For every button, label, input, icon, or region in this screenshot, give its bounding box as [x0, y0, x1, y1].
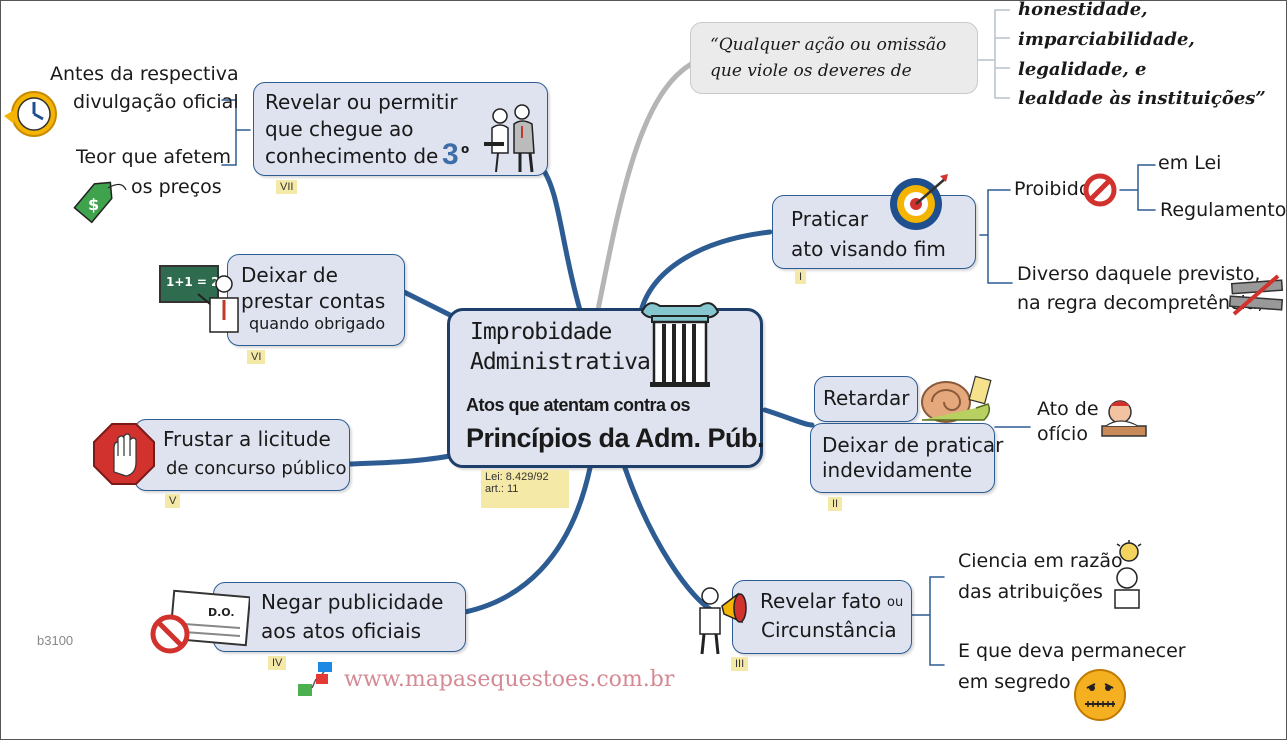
- branch-ii-number: II: [828, 497, 843, 511]
- ato-oficio-line2: ofício: [1037, 423, 1088, 445]
- diagram-code: b3100: [37, 633, 74, 648]
- central-title-line2: Administrativa: [470, 349, 651, 375]
- mindmap-logo-icon: [298, 662, 332, 696]
- iii-detail1-line1: Ciencia em razão: [958, 550, 1123, 572]
- branch-vii-line3: conhecimento de: [265, 144, 439, 168]
- whispering-people-icon: [484, 104, 535, 173]
- iii-detail2-line2: em segredo: [958, 671, 1071, 693]
- central-title-line1: Improbidade: [470, 319, 612, 345]
- branch-vi-box: [227, 254, 405, 346]
- branch-iii-box: [732, 580, 912, 654]
- branch-vi-line3: quando obrigado: [249, 314, 386, 333]
- branch-iii-line1: Revelar fato: [760, 589, 882, 613]
- law-article: art.: 11: [485, 483, 519, 495]
- retardar-box: [814, 376, 918, 422]
- stop-hand-icon: [93, 423, 155, 485]
- diverso-line2: na regra decompretência;: [1017, 292, 1264, 314]
- branch-vi-number: VI: [247, 350, 266, 364]
- branch-i-box: [772, 195, 976, 269]
- branch-i-number: I: [795, 270, 807, 284]
- third-party-number: 3: [442, 138, 459, 171]
- branch-iii-line1-or: ou: [887, 595, 904, 610]
- branch-v-box: [134, 419, 350, 491]
- deixar-praticar-line1: Deixar de praticar: [822, 433, 1004, 457]
- branch-vi-line2: prestar contas: [241, 289, 386, 313]
- retardar-label: Retardar: [823, 386, 910, 410]
- quote-line2: que viole os deveres de: [710, 61, 912, 81]
- prohibited-sign-icon: [1083, 173, 1117, 207]
- quote-item-honestidade: honestidade,: [1018, 0, 1148, 20]
- quote-item-legalidade: legalidade, e: [1018, 59, 1147, 80]
- branch-iv-box: [213, 582, 466, 652]
- branch-vii-line2: que chegue ao: [265, 117, 414, 141]
- branch-iii-line2: Circunstância: [761, 618, 897, 642]
- vii-detail-prices-line1: Teor que afetem: [76, 146, 232, 168]
- central-topic: [447, 308, 763, 468]
- teacher-blackboard-icon: 1+1 = 2: [159, 265, 239, 333]
- megaphone-person-icon: [699, 587, 747, 655]
- deixar-praticar-box: [810, 423, 995, 493]
- branch-v-number: V: [165, 494, 181, 508]
- quote-box: [690, 22, 978, 94]
- iii-detail1-line2: das atribuições: [958, 581, 1103, 603]
- sleeping-on-desk-icon: [1101, 400, 1147, 437]
- deixar-praticar-line2: indevidamente: [822, 458, 973, 482]
- branch-v-line1: Frustar a licitude: [163, 427, 331, 451]
- vii-detail-before-line1: Antes da respectiva: [50, 63, 239, 85]
- branch-iv-number: IV: [268, 656, 287, 670]
- em-lei-label: em Lei: [1158, 152, 1222, 174]
- price-tag-icon: $: [73, 181, 127, 224]
- target-icon: [890, 174, 948, 230]
- newspaper-title: D.O.: [208, 606, 235, 619]
- diverso-line1: Diverso daquele previsto,: [1017, 263, 1261, 285]
- law-reference: Lei: 8.429/92 art.: 11: [481, 470, 569, 508]
- branch-iv-line1: Negar publicidade: [261, 590, 444, 614]
- branch-v-line2: de concurso público: [166, 458, 347, 479]
- branch-iv-line2: aos atos oficiais: [261, 619, 421, 643]
- branch-iii-number: III: [731, 657, 749, 671]
- ato-oficio-line1: Ato de: [1037, 398, 1099, 420]
- branch-vii-number: VII: [276, 180, 298, 194]
- vii-detail-prices-line2: os preços: [131, 176, 222, 198]
- idea-thinker-icon: [1114, 540, 1142, 609]
- law-number: Lei: 8.429/92: [485, 471, 549, 483]
- quote-line1: “Qualquer ação ou omissão: [710, 35, 947, 55]
- branch-i-line1: Praticar: [791, 207, 869, 231]
- snail-icon: [921, 375, 992, 423]
- newspaper-forbidden-icon: D.O.: [150, 589, 250, 654]
- zipped-mouth-emoji-icon: [1074, 669, 1126, 721]
- quote-item-lealdade: lealdade às instituições”: [1018, 88, 1266, 109]
- vii-detail-before-line2: divulgação oficial: [73, 91, 239, 113]
- website-url: www.mapasequestoes.com.br: [344, 667, 675, 692]
- blackboard-text: 1+1 = 2: [166, 275, 220, 289]
- iii-detail2-line1: E que deva permanecer: [958, 640, 1186, 662]
- clock-icon: [4, 91, 57, 137]
- regulamento-label: Regulamento: [1160, 199, 1287, 221]
- proibido-label: Proibido: [1014, 178, 1091, 200]
- svg-text:$: $: [88, 195, 99, 214]
- column-icon: [640, 302, 720, 387]
- third-party-ordinal: o: [461, 142, 470, 156]
- quote-item-imparciabilidade: imparciabilidade,: [1018, 29, 1195, 50]
- central-subtitle-2: Princípios da Adm. Púb.: [466, 423, 765, 453]
- branch-vi-line1: Deixar de: [241, 263, 338, 287]
- crossed-out-icon: [1228, 274, 1284, 316]
- branch-vii-line1: Revelar ou permitir: [265, 90, 458, 114]
- central-subtitle-1: Atos que atentam contra os: [466, 395, 691, 415]
- branch-i-line2: ato visando fim: [791, 237, 946, 261]
